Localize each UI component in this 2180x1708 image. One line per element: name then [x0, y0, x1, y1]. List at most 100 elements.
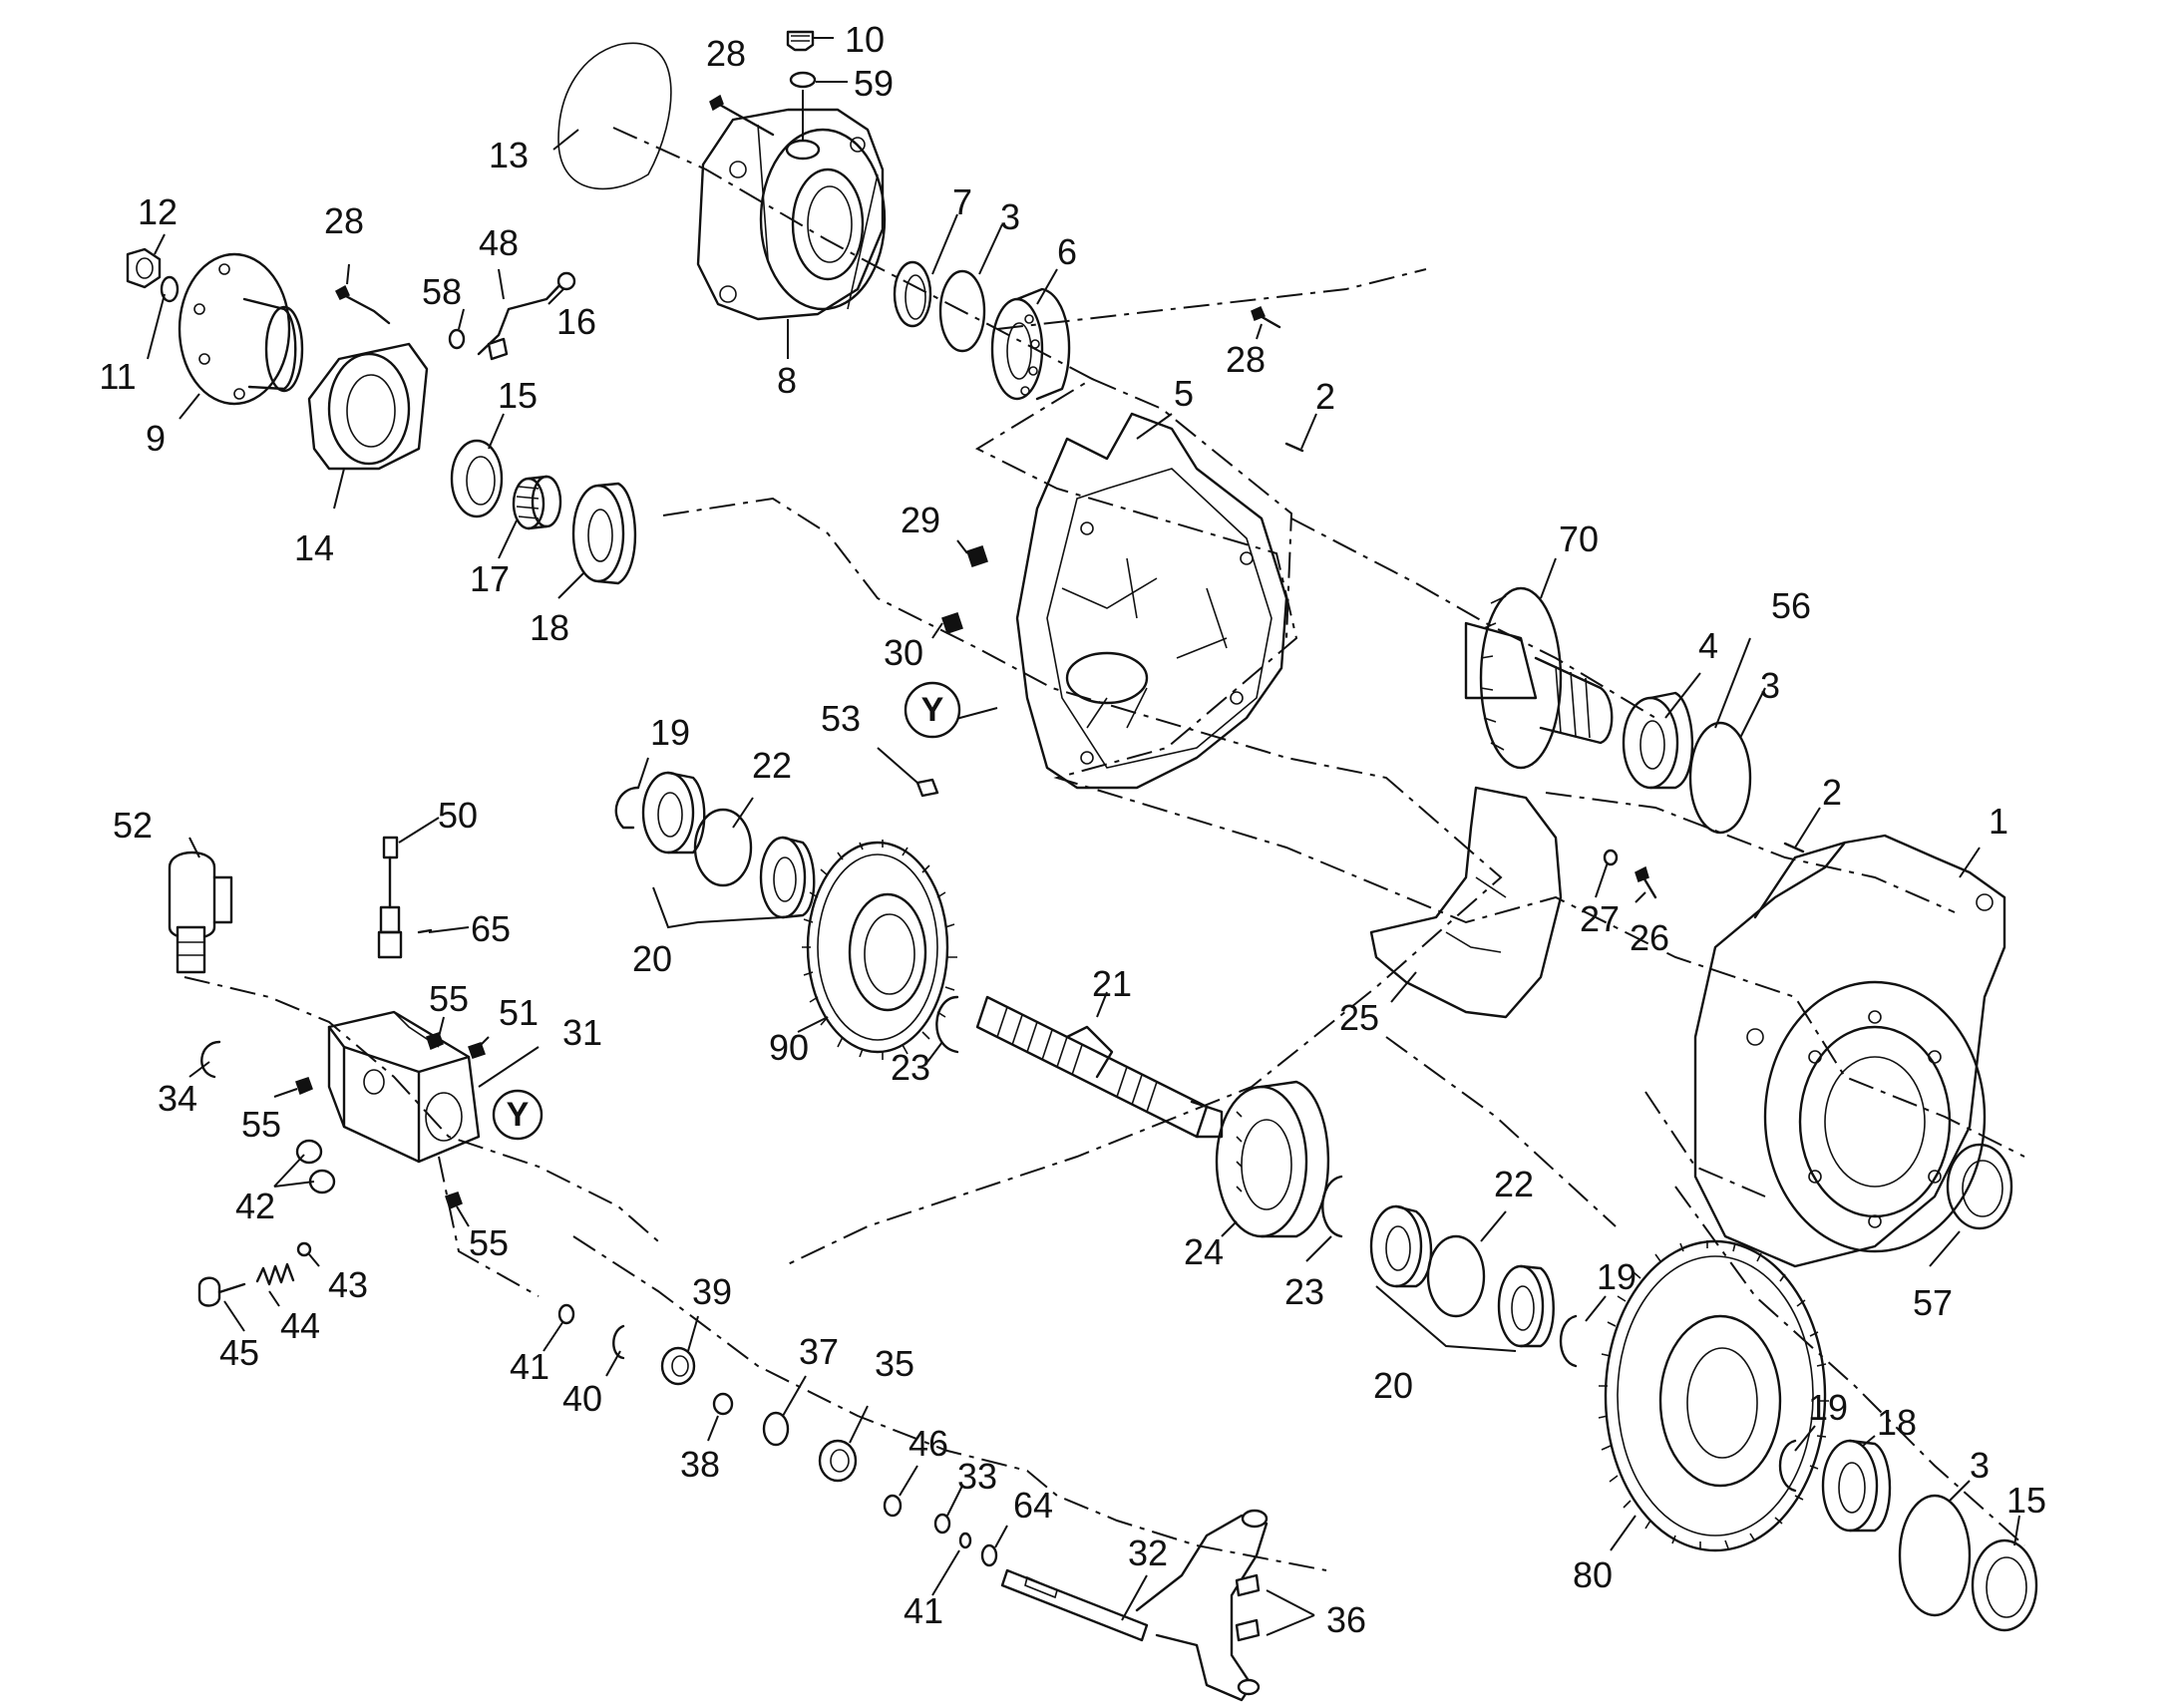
washer-11	[160, 275, 180, 303]
callout-3: 3	[1759, 665, 1781, 706]
ring-23-lower	[1321, 1175, 1343, 1238]
shaft-21	[975, 995, 1224, 1139]
callout-24: 24	[1183, 1231, 1225, 1272]
callout-18: 18	[529, 607, 570, 648]
callout-90: 90	[768, 1027, 810, 1068]
spring-44	[255, 1262, 295, 1286]
ring-22-upper	[693, 808, 753, 887]
ring-19-upper	[614, 786, 640, 830]
callout-43: 43	[327, 1264, 369, 1305]
callout-13: 13	[488, 135, 530, 175]
callout-35: 35	[874, 1343, 915, 1384]
callout-28: 28	[1225, 339, 1267, 380]
callout-44: 44	[279, 1305, 321, 1346]
callout-10: 10	[844, 19, 886, 60]
seal-57	[1946, 1143, 2013, 1230]
callout-27: 27	[1579, 898, 1621, 939]
flange-9	[178, 252, 304, 406]
callout-7: 7	[951, 181, 973, 222]
callout-29: 29	[900, 500, 941, 540]
oring-58	[448, 328, 466, 350]
bolt-28-mid	[1251, 306, 1281, 329]
ring-19-lower	[1778, 1439, 1797, 1493]
snapring-3-right	[1688, 721, 1752, 835]
housing-5	[1015, 412, 1288, 790]
bushing-39	[660, 1346, 696, 1386]
shift-rod-32	[1000, 1568, 1149, 1642]
plug-30	[941, 612, 963, 634]
callout-11: 11	[99, 356, 137, 397]
ref-mark-circle-y1	[904, 681, 961, 739]
callout-9: 9	[145, 418, 167, 459]
nut-12	[126, 247, 162, 289]
callout-32: 32	[1127, 1533, 1169, 1573]
bearing-6	[990, 287, 1071, 401]
ring-41-a	[557, 1303, 575, 1325]
callout-42: 42	[234, 1186, 276, 1226]
callout-50: 50	[437, 795, 479, 836]
ring-34	[200, 1040, 221, 1079]
sleeve-24	[1215, 1080, 1330, 1238]
callout-37: 37	[798, 1331, 840, 1372]
ref-mark-y: Y	[920, 691, 944, 729]
callout-39: 39	[691, 1271, 733, 1312]
seal-7	[893, 260, 932, 328]
valve-block-31	[327, 1010, 481, 1164]
plug-55-b	[295, 1077, 313, 1096]
callout-65: 65	[470, 908, 512, 949]
bolt-26	[1635, 865, 1657, 899]
callout-17: 17	[469, 558, 511, 599]
plug-55-a	[426, 1032, 444, 1051]
callout-25: 25	[1338, 997, 1380, 1038]
screw-51	[468, 1042, 486, 1059]
housing-1	[1693, 834, 2006, 1268]
bearing-18-lower	[1821, 1439, 1892, 1533]
callout-15: 15	[497, 375, 539, 416]
callout-5: 5	[1173, 373, 1195, 414]
callout-4: 4	[1697, 625, 1719, 666]
callout-55: 55	[428, 978, 470, 1019]
washer-27	[1603, 849, 1619, 866]
pin-2-right	[1783, 842, 1805, 854]
shield-25	[1369, 786, 1563, 1019]
callout-48: 48	[478, 222, 520, 263]
snapring-3-top	[938, 269, 986, 353]
sensor-48	[477, 271, 576, 361]
leader-lines	[147, 37, 2020, 1636]
callout-8: 8	[776, 360, 798, 401]
ring-41-b	[958, 1532, 972, 1549]
callout-14: 14	[293, 527, 335, 568]
ring-19-mid	[1559, 1314, 1578, 1368]
callout-80: 80	[1572, 1554, 1614, 1595]
callout-19: 19	[1596, 1256, 1637, 1297]
gasket-13	[557, 42, 672, 190]
callout-15: 15	[2005, 1480, 2047, 1521]
ring-64	[980, 1543, 998, 1567]
bearing-4	[1622, 691, 1694, 790]
seal-15-top	[450, 439, 504, 518]
ref-mark-y: Y	[506, 1096, 530, 1134]
ring-46	[883, 1494, 903, 1518]
callout-70: 70	[1558, 518, 1600, 559]
fork-36	[1135, 1509, 1269, 1702]
callout-41: 41	[509, 1346, 550, 1387]
gear-80	[1598, 1239, 1829, 1552]
gear-90	[802, 840, 957, 1060]
screw-65	[417, 928, 433, 934]
callout-16: 16	[555, 301, 597, 342]
callout-40: 40	[561, 1378, 603, 1419]
ring-40	[612, 1324, 625, 1360]
callout-2: 2	[1314, 376, 1336, 417]
callout-3: 3	[1969, 1445, 1991, 1486]
callout-28: 28	[705, 33, 747, 74]
callout-19: 19	[649, 712, 691, 753]
ref-mark-circle-y2	[492, 1089, 544, 1141]
callout-19: 19	[1807, 1387, 1849, 1428]
bearing-18-top	[571, 482, 637, 585]
pin-2-top	[1284, 442, 1304, 453]
callout-53: 53	[820, 698, 862, 739]
callout-21: 21	[1091, 963, 1133, 1004]
callout-56: 56	[1770, 585, 1812, 626]
callout-58: 58	[421, 271, 463, 312]
